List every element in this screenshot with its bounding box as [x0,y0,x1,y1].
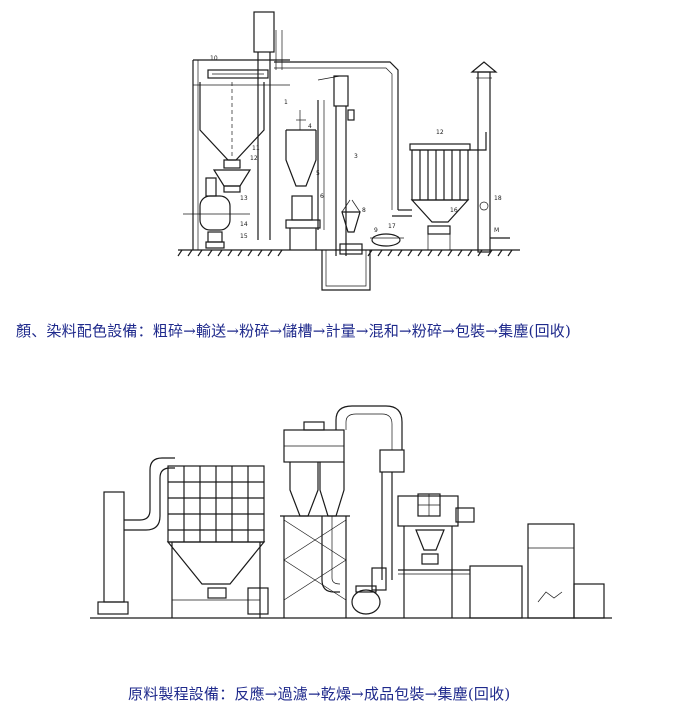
stack-duct [124,457,175,521]
svg-text:M: M [494,227,499,234]
svg-text:9: 9 [374,227,378,234]
grinding-mill [291,195,313,221]
svg-text:6: 6 [320,193,324,200]
bag-filter-hopper [166,541,266,585]
svg-text:12: 12 [250,155,258,162]
dryer-gooseneck-duct [335,405,403,450]
silo-discharge-valve [223,159,241,169]
exhaust-stack-2 [103,491,125,603]
svg-text:12: 12 [436,129,444,136]
packing-platform [397,495,459,527]
svg-text:10: 10 [210,55,218,62]
svg-text:18: 18 [494,195,502,202]
feed-hopper [341,211,361,233]
svg-text:1: 1 [284,99,288,106]
blower [371,233,401,247]
pit-outline [321,250,371,291]
svg-text:14: 14 [240,221,248,228]
cyclone-right [319,462,345,517]
cyclone-left [289,462,319,517]
storage-building [469,565,523,619]
svg-text:3: 3 [354,153,358,160]
svg-text:5: 5 [316,170,320,177]
figure-1-caption: 顏、染料配色設備：粗碎→輸送→粉碎→儲槽→計量→混和→粉碎→包裝→集塵(回收) [16,322,572,340]
svg-text:13: 13 [240,195,248,202]
rotary-valve-box [247,587,269,615]
figure-2-caption: 原料製程設備：反應→過濾→乾燥→成品包裝→集塵(回收) [128,685,511,703]
svg-text:17: 17 [388,223,396,230]
weigh-hopper [212,169,252,187]
control-building [527,523,575,619]
hot-air-furnace [351,589,381,615]
burner [371,567,387,591]
crusher [339,243,363,255]
mixer-vessel [199,195,231,231]
air-duct-top [274,61,399,210]
ground-hatching [177,249,513,257]
elevator-2-head [333,75,349,107]
bucket-elevator-head [253,11,275,53]
svg-text:8: 8 [362,207,366,214]
mixer-motor [205,177,217,197]
packing-unit [207,231,223,243]
dryer-cyclone-head [379,449,405,473]
part-number-labels: 10 11 12 13 14 15 1 3 4 5 6 8 9 17 12 16… [210,55,502,240]
figure-1-pigment-mixing-plant: 10 11 12 13 14 15 1 3 4 5 6 8 9 17 12 16… [177,11,520,291]
packing-hopper [415,529,445,551]
stack-cap [470,61,498,73]
exhaust-stack [477,71,491,253]
figure-2-raw-material-plant [90,405,612,619]
annex-building [573,583,605,619]
svg-text:16: 16 [450,207,458,214]
dust-collector-hopper [410,199,470,223]
svg-text:15: 15 [240,233,248,240]
svg-text:4: 4 [308,123,312,130]
stack-fan [479,201,489,211]
screw-conveyor [207,69,269,79]
classifier-cyclone [285,130,317,187]
svg-text:11: 11 [252,145,260,152]
